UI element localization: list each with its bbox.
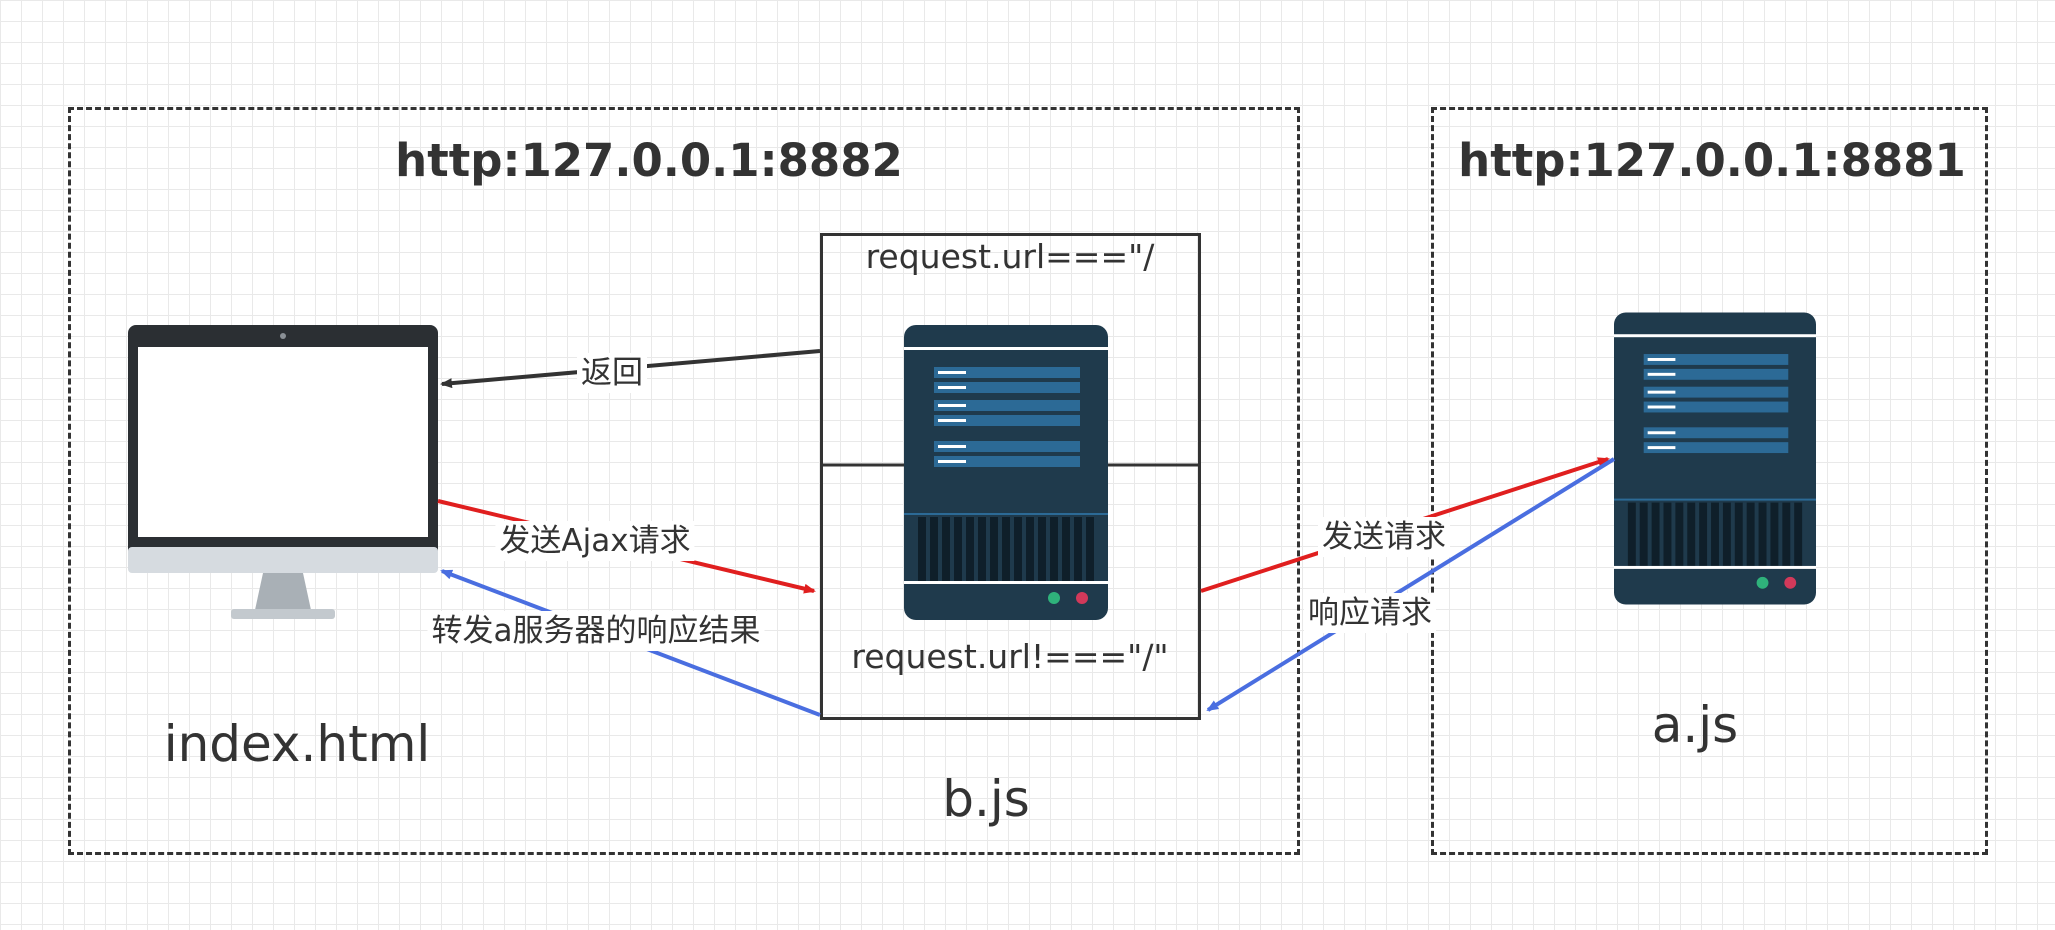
respond-request-label: 响应请求 <box>1304 593 1436 633</box>
index-html-caption: index.html <box>163 715 431 773</box>
server-a-host-label: http:127.0.0.1:8881 <box>1458 134 1966 187</box>
monitor-icon <box>128 325 438 619</box>
b-root-route-label: request.url==="/ <box>865 237 1155 276</box>
b-forward-route-label: request.url!==="/" <box>851 637 1169 676</box>
server-icon <box>1614 312 1816 605</box>
send-ajax-label: 发送Ajax请求 <box>495 521 695 561</box>
server-b-host-label: http:127.0.0.1:8882 <box>395 134 903 187</box>
b-js-handler-box <box>820 233 1201 720</box>
return-label: 返回 <box>577 353 647 393</box>
send-request-label: 发送请求 <box>1318 517 1450 557</box>
server-icon <box>904 325 1108 620</box>
forward-response-label: 转发a服务器的响应结果 <box>427 611 765 651</box>
a-js-caption: a.js <box>1651 696 1739 754</box>
b-js-caption: b.js <box>942 770 1030 828</box>
